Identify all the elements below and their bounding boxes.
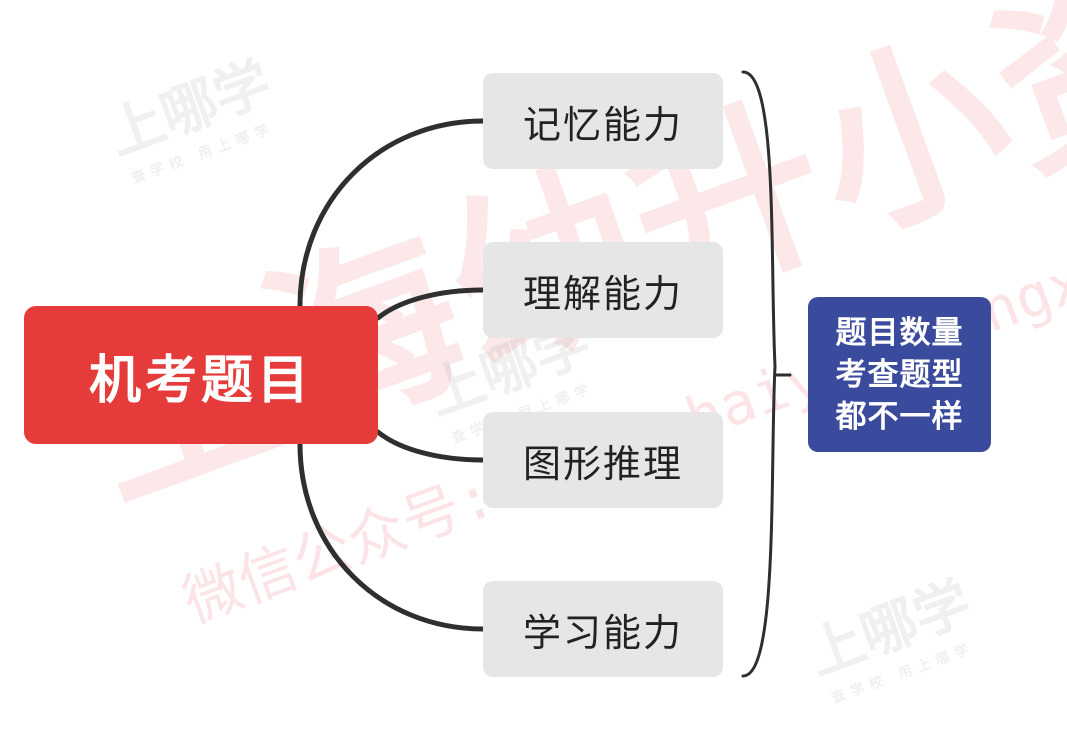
summary-brace [741,70,777,678]
root-node-label: 机考题目 [88,350,313,411]
connector-branch-2 [375,287,486,321]
branch-node-comprehension: 理解能力 [483,242,723,338]
summary-line: 都不一样 [835,398,964,435]
summary-note: 题目数量 考查题型 都不一样 [808,297,991,452]
branch-node-label: 图形推理 [522,441,683,486]
summary-line: 考查题型 [835,356,964,393]
branch-node-label: 学习能力 [522,610,683,655]
branch-node-learning: 学习能力 [483,581,723,677]
branch-node-memory: 记忆能力 [483,73,723,169]
branch-node-label: 记忆能力 [522,102,683,147]
root-node: 机考题目 [24,306,378,444]
connector-branch-4 [297,441,486,632]
branch-node-graphic-reasoning: 图形推理 [483,412,723,508]
connector-branch-3 [375,429,486,463]
branch-node-label: 理解能力 [522,271,683,316]
connector-branch-1 [297,118,486,309]
summary-line: 题目数量 [835,314,964,351]
